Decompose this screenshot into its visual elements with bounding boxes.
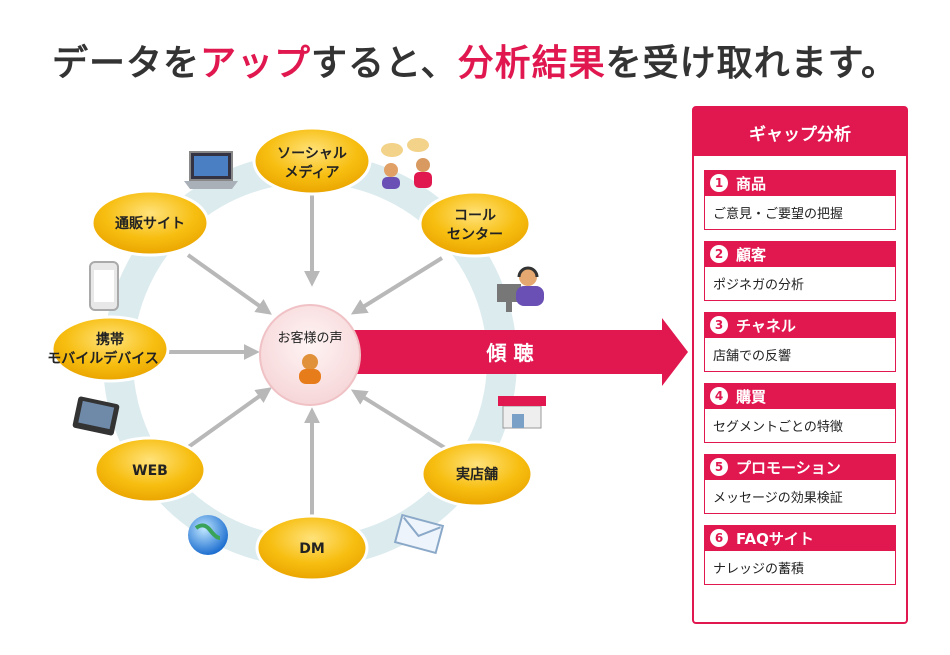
node-dm: DM (255, 514, 369, 582)
globe-icon (188, 515, 228, 555)
node-store-line1: 実店舗 (456, 466, 498, 483)
gap-analysis-panel: ギャップ分析 1 商品 ご意見・ご要望の把握 2 顧客 ポジネガの分析 3 チャネル … (692, 106, 908, 624)
headline-part: すると、 (311, 43, 458, 84)
center-label: お客様の声 (277, 330, 342, 346)
node-mobile-line2: モバイルデバイス (47, 350, 159, 367)
item-head-label: プロモーション (736, 458, 841, 477)
arrow-site (186, 253, 272, 315)
item-body: ご意見・ご要望の把握 (704, 196, 896, 230)
item-body: メッセージの効果検証 (704, 480, 896, 514)
node-social: ソーシャル メディア (252, 126, 372, 196)
arrow-store (350, 389, 447, 450)
panel-item: 5 プロモーション メッセージの効果検証 (704, 454, 896, 514)
node-social-line2: メディア (284, 164, 339, 181)
item-number-badge: 3 (710, 316, 728, 334)
item-body: ポジネガの分析 (704, 267, 896, 301)
headline-highlight: 分析結果 (457, 43, 606, 84)
item-head: 1 商品 (704, 170, 896, 196)
inbound-arrows (168, 192, 447, 522)
panel-title: ギャップ分析 (694, 108, 906, 156)
item-body: 店舗での反響 (704, 338, 896, 372)
node-site-line1: 通販サイト (115, 215, 185, 232)
people-chat-icon (381, 138, 432, 189)
node-mobile-line1: 携帯 (96, 331, 124, 348)
item-head-label: 商品 (736, 174, 767, 193)
listening-arrow (348, 318, 688, 386)
node-call: コール センター (418, 190, 532, 258)
node-social-line1: ソーシャル (277, 146, 347, 162)
item-head: 5 プロモーション (704, 454, 896, 480)
laptop-icon (184, 151, 238, 189)
arrow-call (350, 256, 444, 315)
node-web: WEB (93, 436, 207, 504)
panel-item: 2 顧客 ポジネガの分析 (704, 241, 896, 301)
node-mobile: 携帯 モバイルデバイス (47, 315, 170, 383)
customer-icon (299, 354, 321, 384)
item-head: 3 チャネル (704, 312, 896, 338)
item-head: 4 購買 (704, 383, 896, 409)
listening-label: 傾 聴 (486, 341, 534, 365)
node-call-line2: センター (447, 227, 503, 243)
item-body: セグメントごとの特徴 (704, 409, 896, 443)
item-head-label: FAQサイト (736, 529, 814, 548)
panel-item: 3 チャネル 店舗での反響 (704, 312, 896, 372)
item-head-label: 購買 (736, 387, 767, 406)
node-web-line1: WEB (132, 463, 168, 479)
item-number-badge: 2 (710, 245, 728, 263)
item-head-label: 顧客 (736, 245, 767, 264)
node-dm-line1: DM (299, 541, 325, 557)
node-store: 実店舗 (420, 440, 534, 508)
operator-icon (497, 266, 544, 312)
headline-highlight: アップ (200, 43, 312, 84)
smartphone-icon (89, 261, 119, 311)
envelope-icon (393, 513, 445, 555)
tablet-icon (72, 396, 120, 436)
item-number-badge: 1 (710, 174, 728, 192)
node-site: 通販サイト (90, 189, 210, 257)
item-number-badge: 4 (710, 387, 728, 405)
node-call-line1: コール (454, 208, 496, 224)
item-number-badge: 6 (710, 529, 728, 547)
panel-item: 6 FAQサイト ナレッジの蓄積 (704, 525, 896, 585)
arrow-web (185, 387, 272, 450)
panel-item: 4 購買 セグメントごとの特徴 (704, 383, 896, 443)
item-number-badge: 5 (710, 458, 728, 476)
headline-part: データを (51, 43, 200, 84)
item-head: 2 顧客 (704, 241, 896, 267)
item-head: 6 FAQサイト (704, 525, 896, 551)
item-head-label: チャネル (736, 316, 796, 335)
item-body: ナレッジの蓄積 (704, 551, 896, 585)
panel-item: 1 商品 ご意見・ご要望の把握 (704, 170, 896, 230)
headline-part: を受け取れます。 (605, 43, 898, 84)
headline: データをアップすると、分析結果を受け取れます。 (0, 34, 950, 86)
shop-icon (498, 396, 546, 429)
